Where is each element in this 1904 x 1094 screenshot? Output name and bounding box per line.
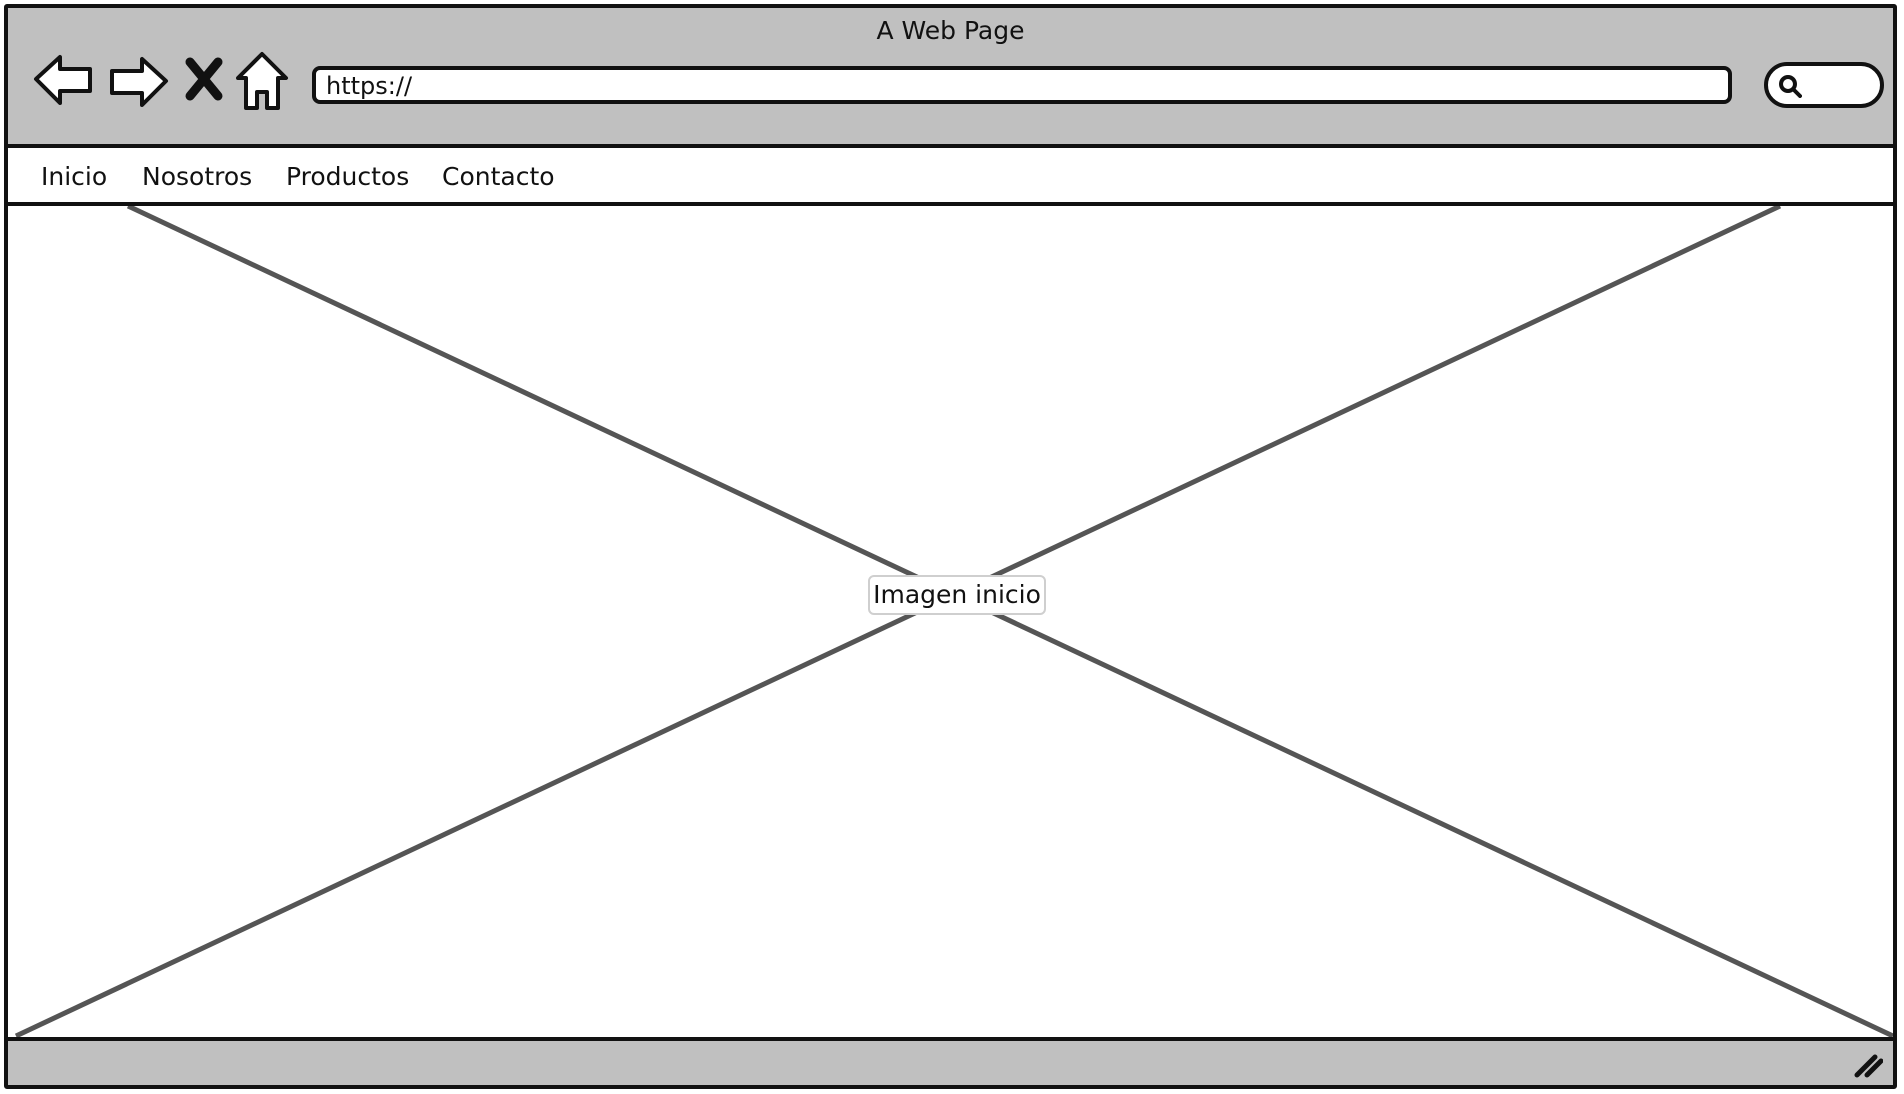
placeholder-cross-lines — [14, 206, 1893, 1039]
browser-titlebar: A Web Page https:// — [8, 8, 1893, 148]
browser-statusbar — [8, 1037, 1893, 1085]
image-placeholder-label: Imagen inicio — [868, 575, 1046, 615]
search-icon — [1779, 75, 1802, 98]
site-nav-menu: Inicio Nosotros Productos Contacto — [8, 148, 1893, 206]
arrow-left-icon — [34, 55, 92, 105]
home-icon — [236, 52, 288, 110]
close-x-icon — [185, 57, 223, 101]
nav-item-inicio[interactable]: Inicio — [41, 162, 108, 191]
window-title: A Web Page — [876, 16, 1025, 45]
home-button[interactable] — [234, 48, 290, 114]
arrow-right-icon — [110, 57, 168, 107]
nav-item-productos[interactable]: Productos — [286, 162, 410, 191]
back-button[interactable] — [30, 48, 96, 114]
stop-button[interactable] — [180, 48, 228, 114]
address-bar-value: https:// — [326, 72, 413, 100]
resize-grip-icon[interactable] — [1853, 1049, 1883, 1079]
forward-button[interactable] — [106, 48, 172, 114]
address-bar[interactable]: https:// — [312, 66, 1732, 104]
nav-item-nosotros[interactable]: Nosotros — [142, 162, 253, 191]
nav-item-contacto[interactable]: Contacto — [442, 162, 555, 191]
browser-window: A Web Page https:// — [4, 4, 1897, 1089]
image-placeholder: Imagen inicio — [8, 206, 1893, 1042]
search-field[interactable] — [1764, 62, 1884, 108]
